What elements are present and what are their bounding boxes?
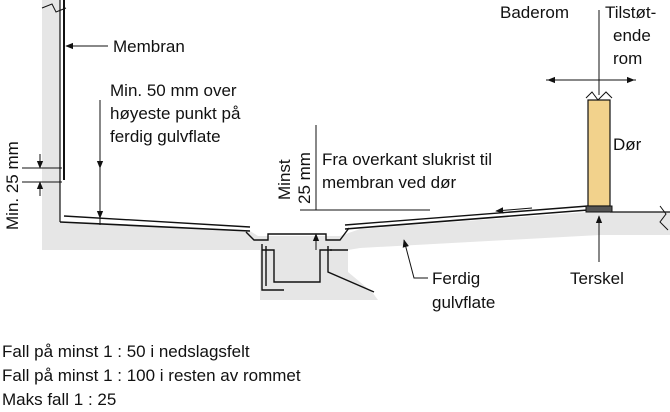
finished-floor-left [59, 221, 251, 232]
membrane-floor-left [63, 215, 251, 228]
floor-flow-arrow [495, 207, 533, 214]
membrane-floor-right [344, 205, 589, 226]
label-tilstot-3: rom [613, 49, 642, 68]
label-min50-3: ferdig gulvflate [110, 127, 221, 146]
label-fra-2: membran ved dør [322, 173, 456, 192]
door-leaf [587, 99, 611, 207]
note-maks-fall: Maks fall 1 : 25 [2, 390, 117, 409]
label-fra-1: Fra overkant slukrist til [322, 150, 492, 169]
label-terskel: Terskel [570, 269, 624, 288]
label-tilstot-2: ende [613, 26, 651, 45]
label-dor: Dør [613, 135, 642, 154]
label-min50-1: Min. 50 mm over [110, 81, 237, 100]
ferdig-leader [402, 239, 428, 279]
threshold [585, 205, 613, 213]
label-tilstot-1: Tilstøt- [605, 3, 656, 22]
label-min50-2: høyeste punkt på [110, 104, 241, 123]
note-fall-rommet: Fall på minst 1 : 100 i resten av rommet [2, 366, 301, 385]
floor-and-wall-slab [42, 0, 670, 300]
wall-break-mark [41, 3, 67, 13]
floor-drain [245, 227, 375, 293]
label-membran: Membran [113, 37, 185, 56]
label-ferdig-2: gulvflate [432, 293, 495, 312]
adjacent-floor-break [659, 205, 669, 231]
label-ferdig-1: Ferdig [432, 269, 480, 288]
label-baderom: Baderom [500, 3, 569, 22]
label-minst-2: 25 mm [295, 152, 314, 204]
label-minst-1: Minst [275, 159, 294, 200]
door-break [585, 91, 613, 101]
label-min25: Min. 25 mm [3, 141, 22, 230]
finished-floor-right [344, 209, 589, 230]
note-fall-nedslagsfelt: Fall på minst 1 : 50 i nedslagsfelt [2, 342, 250, 361]
